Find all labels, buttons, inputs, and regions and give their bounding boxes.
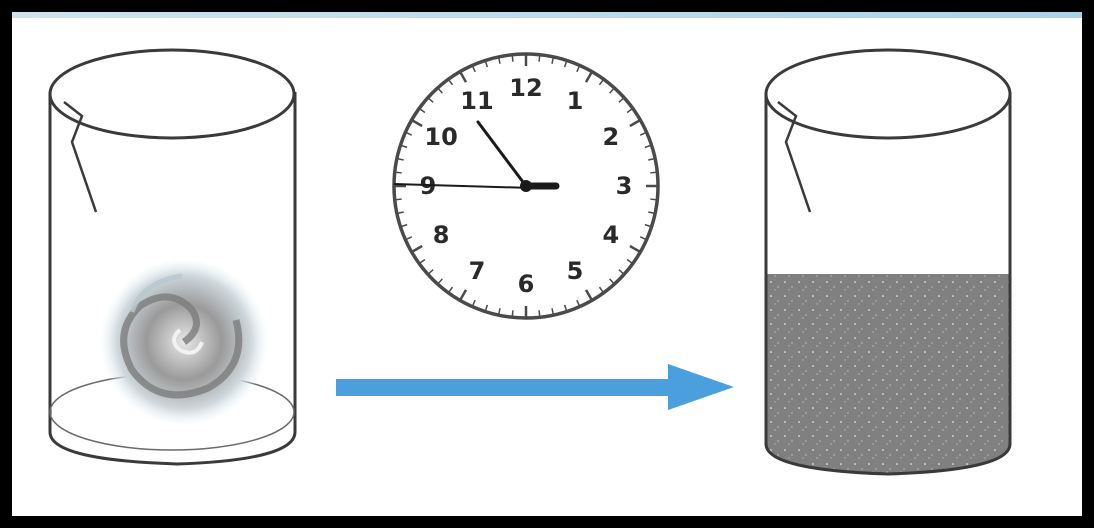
minute-tick (609, 88, 615, 94)
clock-numeral: 1 (567, 87, 584, 115)
clock-numeral: 12 (509, 74, 542, 102)
minute-tick (626, 258, 633, 264)
left-beaker-spout (63, 101, 98, 213)
left-beaker-rim (48, 48, 296, 140)
minute-tick (644, 144, 651, 149)
minute-tick (538, 55, 541, 62)
hour-tick (629, 119, 641, 128)
clock-center (520, 180, 532, 192)
minute-tick (626, 108, 633, 114)
minute-tick (406, 236, 413, 240)
minute-tick (397, 211, 404, 214)
minute-tick (419, 258, 426, 264)
minute-tick (419, 108, 426, 114)
clock-numeral: 7 (469, 257, 486, 285)
minute-tick (639, 236, 646, 240)
clock-numeral: 9 (420, 172, 437, 200)
minute-tick (472, 66, 476, 73)
minute-tick (401, 144, 408, 149)
minute-tick (563, 304, 568, 311)
minute-tick (484, 304, 489, 311)
minute-tick (576, 299, 580, 306)
hour-tick (629, 244, 641, 253)
minute-tick (618, 269, 624, 275)
clock-numeral: 10 (424, 123, 457, 151)
minute-tick (428, 97, 434, 103)
filled-beaker-icon (764, 48, 1012, 476)
hour-tick (411, 119, 423, 128)
minute-tick (397, 158, 404, 161)
second-hand (393, 183, 533, 189)
minute-tick (406, 132, 413, 136)
minute-tick (648, 211, 655, 214)
clock-numeral: 11 (460, 87, 493, 115)
hour-tick (411, 244, 423, 253)
clock-numeral: 5 (567, 257, 584, 285)
minute-tick (472, 299, 476, 306)
right-beaker-rim (764, 48, 1012, 140)
clock-numeral: 3 (616, 172, 633, 200)
minute-tick (448, 286, 454, 293)
swirl-icon (100, 258, 268, 426)
hour-tick (459, 289, 468, 301)
minute-tick (598, 286, 604, 293)
minute-tick (650, 171, 657, 174)
right-beaker-body (764, 92, 1012, 476)
minute-tick (498, 308, 501, 315)
minute-tick (538, 310, 541, 317)
clock-numeral: 2 (603, 123, 620, 151)
minute-tick (437, 278, 443, 284)
hour-tick (584, 71, 593, 83)
right-arrow-icon (336, 364, 734, 410)
clock-numeral: 8 (433, 221, 450, 249)
minute-tick (395, 171, 402, 174)
minute-tick (511, 310, 514, 317)
minute-tick (484, 61, 489, 68)
minute-hand (476, 120, 528, 188)
clock-ticks (395, 55, 657, 317)
minute-tick (428, 269, 434, 275)
minute-tick (618, 97, 624, 103)
left-beaker-body (48, 92, 297, 466)
minute-tick (448, 79, 454, 86)
minute-tick (511, 55, 514, 62)
minute-tick (437, 88, 443, 94)
minute-tick (551, 308, 554, 315)
minute-tick (609, 278, 615, 284)
minute-tick (395, 198, 402, 201)
minute-tick (551, 57, 554, 64)
minute-tick (401, 223, 408, 228)
top-color-band (12, 12, 1082, 18)
clock-numeral: 4 (603, 221, 620, 249)
minute-tick (563, 61, 568, 68)
minute-tick (648, 158, 655, 161)
clock-numeral: 6 (518, 270, 535, 298)
minute-tick (576, 66, 580, 73)
hour-tick (459, 71, 468, 83)
minute-tick (639, 132, 646, 136)
beaker-with-swirl-icon (48, 48, 297, 466)
minute-tick (650, 198, 657, 201)
right-beaker-spout (777, 101, 812, 213)
minute-tick (644, 223, 651, 228)
minute-tick (498, 57, 501, 64)
minute-tick (598, 79, 604, 86)
right-beaker-fill (766, 274, 1010, 474)
hour-tick (584, 289, 593, 301)
